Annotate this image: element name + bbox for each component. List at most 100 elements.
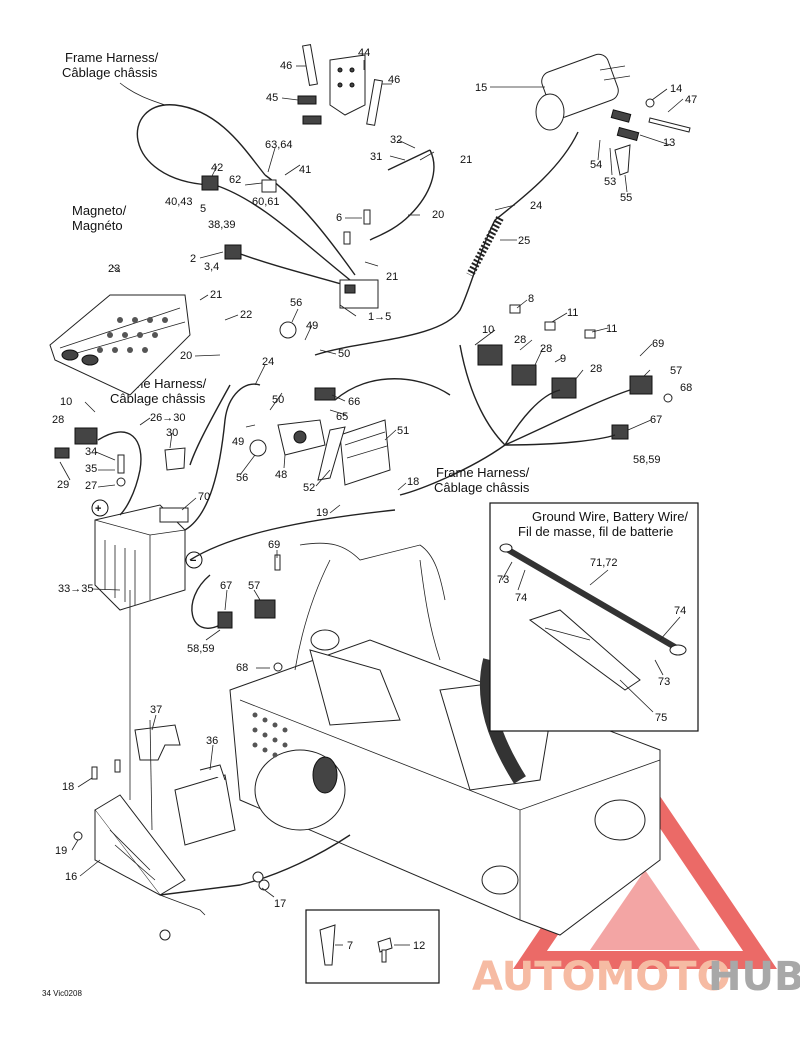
caption-frame-harness-top: Frame Harness/ Câblage châssis: [62, 50, 159, 80]
clamp-17: [252, 871, 270, 891]
callout-38-39: 38,39: [208, 219, 236, 231]
callout-3-4: 3,4: [204, 261, 219, 273]
callout-54: 54: [590, 159, 602, 171]
relays-28: [477, 344, 577, 399]
watermark-word-a: AUTOMOTO: [472, 954, 731, 1000]
callout-58-59a: 58,59: [633, 454, 661, 466]
callout-36: 36: [206, 735, 218, 747]
callout-11a: 11: [567, 307, 578, 319]
connector-40-43: [201, 175, 219, 191]
battery-cables: [97, 383, 396, 629]
callout-70: 70: [198, 491, 210, 503]
callout-10b: 10: [60, 396, 72, 408]
battery-strap-37: [134, 724, 181, 761]
callout-25: 25: [518, 235, 530, 247]
callout-60-61: 60,61: [252, 196, 280, 208]
callout-34: 34: [85, 446, 97, 458]
svg-text:Magneto/: Magneto/: [72, 203, 127, 218]
callout-69a: 69: [652, 338, 664, 350]
callout-48: 48: [275, 469, 287, 481]
callout-12: 12: [413, 940, 425, 952]
callout-67a: 67: [650, 414, 662, 426]
callout-19a: 19: [316, 507, 328, 519]
callout-50b: 50: [272, 394, 284, 406]
callout-18b: 18: [62, 781, 74, 793]
connector-67-lower: [217, 611, 233, 629]
relay-57-lower: [254, 599, 276, 619]
connector-2: [224, 244, 242, 260]
arrow-down-tray: [129, 590, 153, 831]
callout-11b: 11: [606, 323, 617, 335]
callout-28d: 28: [590, 363, 602, 375]
callout-68a: 68: [680, 382, 692, 394]
callout-49b: 49: [232, 436, 244, 448]
screw-69-lower: [274, 554, 281, 571]
callout-32: 32: [390, 134, 402, 146]
callout-44: 44: [358, 47, 370, 59]
callout-51: 51: [397, 425, 409, 437]
callout-69b: 69: [268, 539, 280, 551]
callout-27: 27: [85, 480, 97, 492]
ignition-coil-48: [277, 419, 326, 456]
connector-60-61: [261, 179, 277, 193]
starter-bolt-47: [648, 117, 691, 133]
callout-28a: 28: [514, 334, 526, 346]
bolt-34-35: [116, 454, 126, 487]
nut-68-lower: [273, 662, 283, 672]
callout-21a: 21: [460, 154, 472, 166]
callout-5: 5: [200, 203, 206, 215]
battery: [94, 504, 186, 611]
air-intake-box: [49, 294, 191, 396]
callout-10a: 10: [482, 324, 494, 336]
callout-31: 31: [370, 151, 382, 163]
starter-motor: [535, 53, 631, 131]
callout-28c: 28: [52, 414, 64, 426]
callout-18a: 18: [407, 476, 419, 488]
callout-29: 29: [57, 479, 69, 491]
callout-21b: 21: [386, 271, 398, 283]
ground-terminal: [159, 929, 171, 941]
callout-17: 17: [274, 898, 286, 910]
callout-37: 37: [150, 704, 162, 716]
callout-46b: 46: [388, 74, 400, 86]
callout-46a: 46: [280, 60, 292, 72]
figure-code: 34 Vic0208: [42, 989, 82, 998]
svg-text:Frame Harness/: Frame Harness/: [436, 465, 530, 480]
callout-55: 55: [620, 192, 632, 204]
callout-66: 66: [348, 396, 360, 408]
callout-35: 35: [85, 463, 97, 475]
callout-19b: 19: [55, 845, 67, 857]
spacer-46-left: [302, 44, 318, 86]
callout-14: 14: [670, 83, 682, 95]
callout-15: 15: [475, 82, 487, 94]
callout-74a: 74: [515, 592, 527, 604]
ground-cable-20: [369, 149, 435, 241]
callout-41: 41: [299, 164, 311, 176]
callout-42: 42: [211, 162, 223, 174]
pad-70: [159, 507, 189, 523]
callout-47: 47: [685, 94, 697, 106]
callout-45: 45: [266, 92, 278, 104]
svg-text:Câblage châssis: Câblage châssis: [110, 391, 206, 406]
callout-26-30: 26→30: [150, 412, 185, 424]
bulb-56-top: [279, 321, 297, 339]
strip-52: [317, 426, 346, 481]
callout-65: 65: [336, 411, 348, 423]
cap-30: [164, 447, 186, 471]
clips-45: [297, 95, 322, 125]
callout-58-59b: 58,59: [187, 643, 215, 655]
callout-24a: 24: [530, 200, 542, 212]
connector-58-59-right: [611, 424, 629, 440]
callout-62: 62: [229, 174, 241, 186]
callout-21c: 21: [210, 289, 222, 301]
leader-lines: [59, 60, 684, 946]
callout-24b: 24: [262, 356, 274, 368]
bracket-44: [329, 54, 366, 116]
callout-67b: 67: [220, 580, 232, 592]
box-51: [339, 419, 391, 486]
connector-66: [314, 387, 336, 401]
callout-49a: 49: [306, 320, 318, 332]
caption-magneto: Magneto/ Magnéto: [72, 203, 127, 233]
